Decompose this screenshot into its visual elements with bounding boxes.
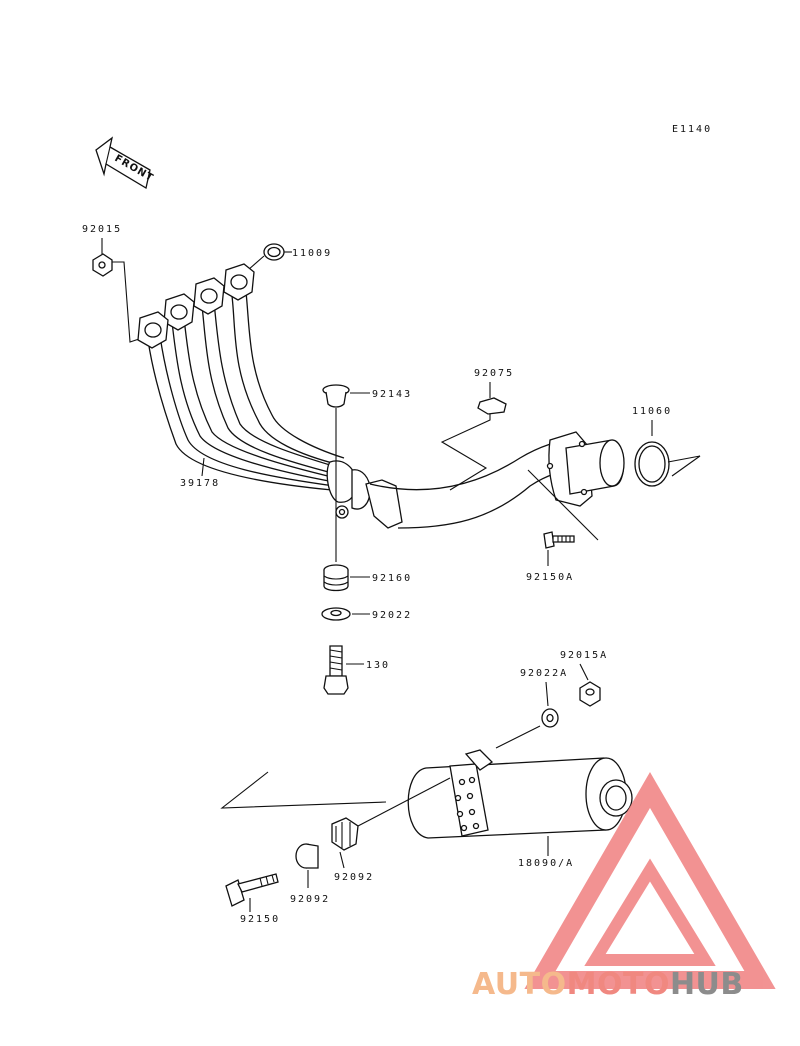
muffler-connector-flange xyxy=(546,431,625,507)
watermark-hub: HUB xyxy=(670,967,744,1002)
label-92015a: 92015A xyxy=(560,650,608,661)
label-39178: 39178 xyxy=(180,478,220,489)
nut-92015a xyxy=(579,681,601,707)
damper-92092-right xyxy=(331,817,359,851)
bolt-130 xyxy=(323,645,349,695)
damper-92160 xyxy=(323,564,349,592)
collar-92092-left xyxy=(295,843,319,869)
label-92092-right: 92092 xyxy=(334,872,374,883)
label-130: 130 xyxy=(366,660,390,671)
label-92022: 92022 xyxy=(372,610,412,621)
label-18090a: 18090/A xyxy=(518,858,574,869)
label-92092-left: 92092 xyxy=(290,894,330,905)
washer-92022 xyxy=(321,607,351,621)
label-92015: 92015 xyxy=(82,224,122,235)
label-92160: 92160 xyxy=(372,573,412,584)
label-92143: 92143 xyxy=(372,389,412,400)
pad-92075 xyxy=(477,397,507,415)
bolt-92150a xyxy=(543,531,575,549)
automotohub-watermark: AUTOMOTOHUB xyxy=(472,772,776,1002)
bolt-92150 xyxy=(225,873,279,907)
svg-text:AUTOMOTOHUB: AUTOMOTOHUB xyxy=(472,967,744,1002)
label-11060: 11060 xyxy=(632,406,672,417)
label-11009: 11009 xyxy=(292,248,332,259)
watermark-triangle-logo xyxy=(524,772,776,989)
watermark-auto: AUTO xyxy=(472,967,567,1002)
nut-92015 xyxy=(92,253,113,277)
label-92022a: 92022A xyxy=(520,668,568,679)
front-arrow-icon: FRONT xyxy=(95,136,155,190)
exhaust-header-39178 xyxy=(137,263,575,529)
collar-92143 xyxy=(322,384,350,408)
watermark-moto: MOTO xyxy=(567,967,670,1002)
label-92150: 92150 xyxy=(240,914,280,925)
label-92150a: 92150A xyxy=(526,572,574,583)
muffler-18090a xyxy=(407,749,633,839)
washer-92022a xyxy=(541,708,559,728)
leader-92015-to-flange xyxy=(112,261,143,343)
label-92075: 92075 xyxy=(474,368,514,379)
diagram-code: E1140 xyxy=(672,124,712,135)
